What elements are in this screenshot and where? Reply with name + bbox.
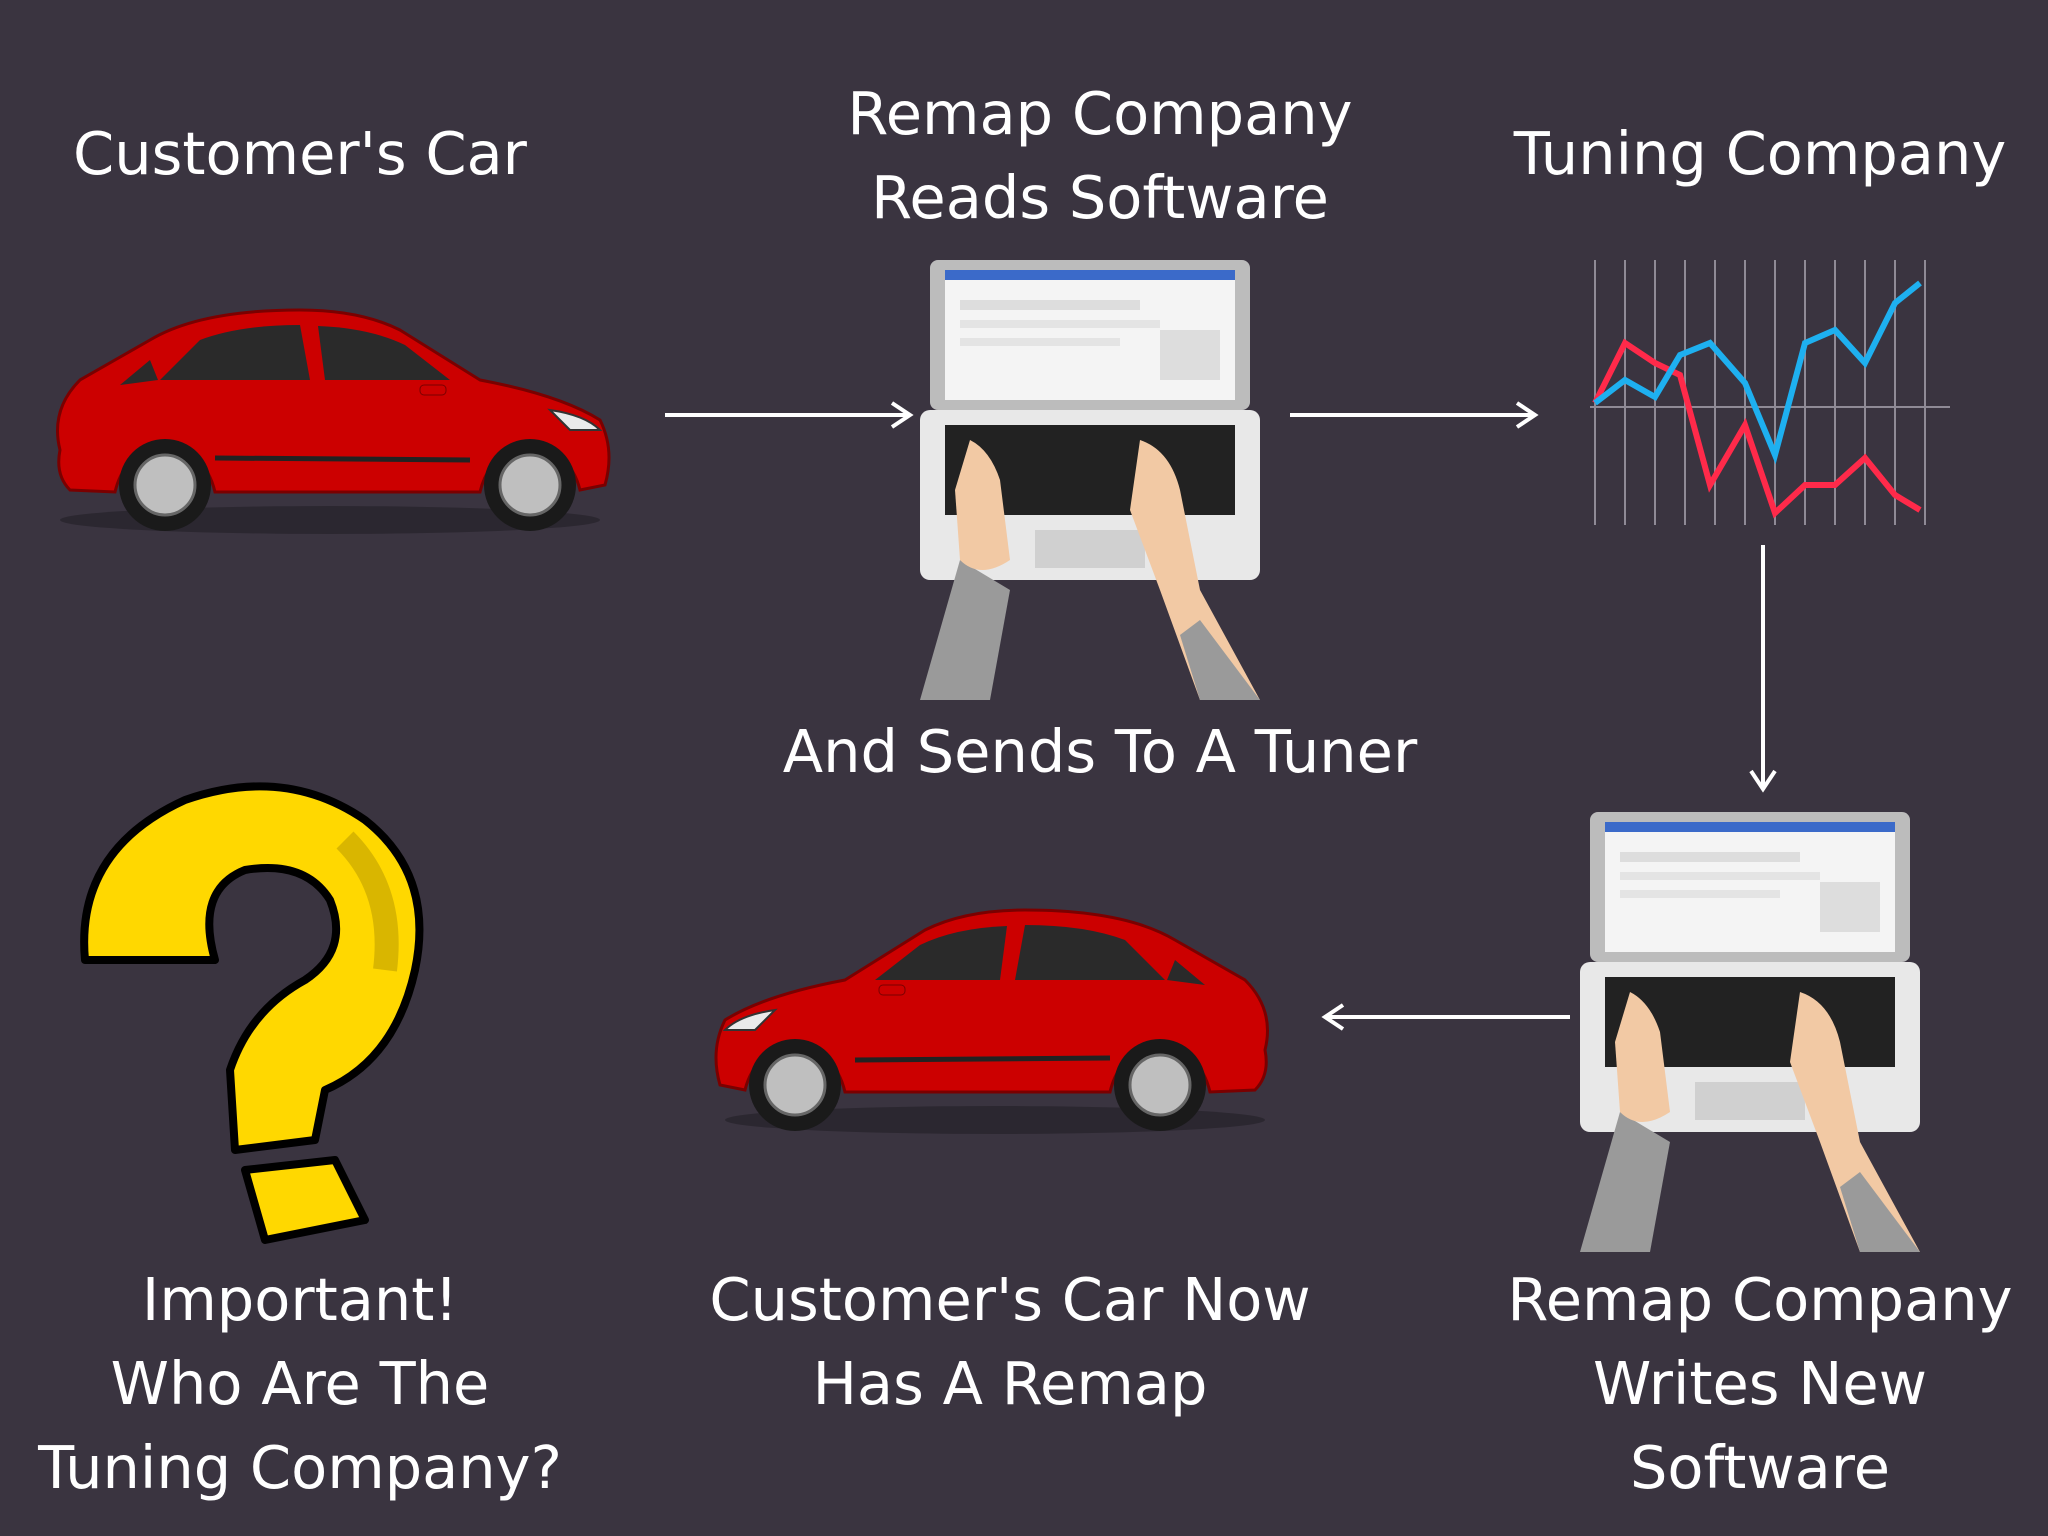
arrow-icon <box>665 401 914 429</box>
arrow-icon <box>1321 1003 1570 1031</box>
arrow-icon <box>1290 401 1539 429</box>
laptop-icon <box>1580 812 1920 1252</box>
label-remap-writes: Remap Company Writes New Software <box>1507 1265 2013 1502</box>
line-chart-icon <box>1590 260 1950 525</box>
laptop-icon <box>920 260 1260 700</box>
question-mark-icon <box>80 782 424 1244</box>
car-icon <box>714 908 1269 1134</box>
label-remap-reads: Remap Company Reads Software <box>847 79 1353 232</box>
car-icon <box>56 308 611 534</box>
label-sends-to-tuner: And Sends To A Tuner <box>782 717 1418 786</box>
label-tuning-company: Tuning Company <box>1513 119 2007 188</box>
label-important: Important! Who Are The Tuning Company? <box>38 1265 562 1502</box>
label-customers-car: Customer's Car <box>73 119 527 188</box>
arrow-icon <box>1749 545 1777 793</box>
label-car-now: Customer's Car Now Has A Remap <box>709 1265 1311 1418</box>
